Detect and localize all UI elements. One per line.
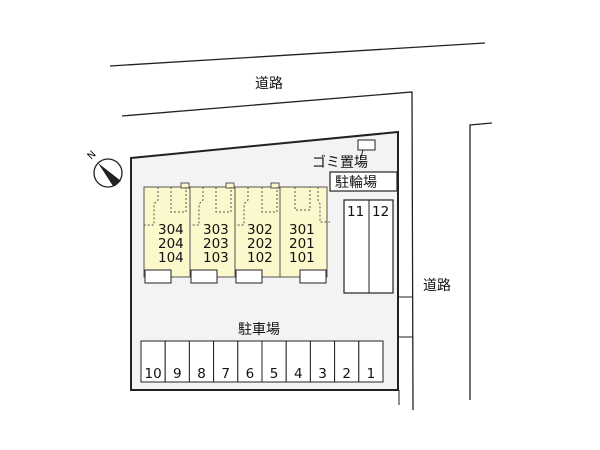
car-space-number: 5	[270, 366, 279, 382]
unit-number: 203	[203, 236, 229, 252]
bicycle-parking-label: 駐輪場	[335, 174, 377, 191]
car-parking-space	[334, 340, 360, 383]
unit-302-column: 302 202 102	[247, 222, 273, 266]
road-top-outer-edge	[109, 42, 486, 67]
garbage-label: ゴミ置場	[312, 154, 368, 171]
car-parking-space	[164, 340, 190, 383]
car-parking-space	[140, 340, 166, 383]
compass-north-label: N	[86, 149, 99, 162]
unit-number: 202	[247, 236, 273, 252]
car-parking-space	[358, 340, 384, 383]
unit-number: 103	[203, 250, 229, 266]
bicycle-parking-label-box	[329, 171, 398, 192]
car-space-number: 7	[221, 366, 230, 382]
road-right-label: 道路	[423, 278, 451, 294]
car-space-number: 8	[197, 366, 206, 382]
bicycle-space-12: 12	[372, 204, 389, 220]
car-space-number: 2	[342, 366, 351, 382]
unit-number: 303	[203, 222, 229, 238]
unit-number: 201	[289, 236, 315, 252]
car-parking-space	[285, 340, 311, 383]
north-compass-icon: N	[86, 149, 123, 188]
car-space-number: 10	[145, 366, 162, 382]
car-parking-space	[261, 340, 287, 383]
car-space-number: 9	[173, 366, 182, 382]
garbage-area-icon	[357, 139, 376, 151]
car-parking-space	[309, 340, 336, 383]
road-right-outer-edge	[469, 122, 493, 400]
car-parking-space	[188, 340, 215, 383]
garbage-leader-line	[360, 149, 364, 158]
unit-number: 104	[158, 250, 184, 266]
unit-number: 204	[158, 236, 184, 252]
unit-number: 301	[289, 222, 315, 238]
bicycle-space-11: 11	[347, 204, 364, 220]
unit-number: 102	[247, 250, 273, 266]
road-top-label: 道路	[255, 76, 283, 92]
road-top-inner-edge	[121, 91, 414, 411]
car-parking-label: 駐車場	[238, 321, 280, 338]
unit-304-column: 304 204 104	[158, 222, 184, 266]
car-space-number: 3	[318, 366, 327, 382]
unit-number: 304	[158, 222, 184, 238]
car-space-number: 6	[246, 366, 255, 382]
unit-301-column: 301 201 101	[289, 222, 315, 266]
car-space-number: 4	[294, 366, 303, 382]
building	[143, 182, 330, 284]
unit-number: 302	[247, 222, 273, 238]
car-space-number: 1	[367, 366, 376, 382]
unit-number: 101	[289, 250, 315, 266]
unit-303-column: 303 203 103	[203, 222, 229, 266]
